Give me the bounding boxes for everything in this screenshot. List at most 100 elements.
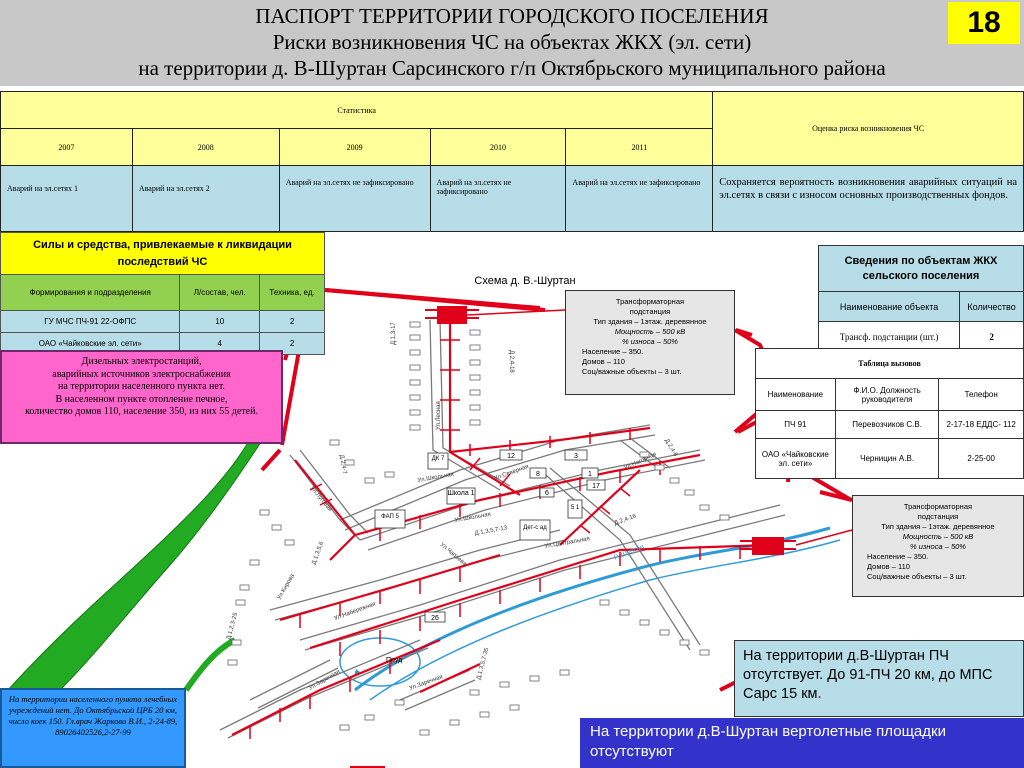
diesel-line: Дизельных электростанций, [81,356,202,367]
calls-cell: 2-17-18 ЕДДС- 112 [938,410,1024,439]
transformer-title: Трансформаторная подстанция [615,297,685,316]
transformer-wear: % износа – 50% [622,337,678,346]
map-title: Схема д. В.-Шуртан [474,275,575,287]
street-label: Ул.Школьная [417,472,454,484]
transformer-type: Тип здания – 1этаж. деревянное [593,317,707,326]
transformer-info-2: Трансформаторная подстанция Тип здания –… [852,495,1024,597]
calls-table: Таблица вызовов Наименование Ф.И.О. Долж… [755,348,1024,479]
house-range-label: Д.2,4-7 [338,454,347,475]
calls-row: ОАО «Чайковские эл. сети» Черницин А.В. … [755,438,1024,479]
header-line-3: на территории д. В-Шуртан Сарсинского г/… [138,56,886,80]
building-12 [499,449,523,461]
house-range-label: Д.1,3-17 [391,322,397,345]
village-map: ДК 7 12 3 8 1 17 6 Школа 1 5 1 Дет-с ад … [6,275,853,768]
house-range-label: Д.1,3,5,6 [311,540,325,565]
transformer-2-connector [795,529,853,546]
risk-header: Оценка риска возникновения ЧС [712,91,1024,166]
transformer-population: Население – 350. [867,552,929,561]
calls-header: Телефон [938,378,1024,411]
forces-header: Техника, ед. [259,274,325,311]
forces-cell: 10 [179,310,261,333]
building-6-label: 6 [545,490,549,497]
transformer-objects: Соц/важные объекты – 3 шт. [867,572,967,581]
risk-text: Сохраняется вероятность возникновения ав… [712,165,1024,232]
diesel-line: количество домов 110, население 350, из … [25,406,258,417]
river-bank [369,539,841,701]
slide-header: ПАСПОРТ ТЕРРИТОРИИ ГОРОДСКОГО ПОСЕЛЕНИЯ … [0,0,1024,86]
street-label: Ул.Кирова [277,573,297,601]
forces-header: Формирования и подразделения [0,274,181,311]
building-12-label: 12 [507,453,515,460]
stats-value-cell: Аварий на эл.сетях 1 [0,165,133,232]
jkh-row: Трансф. подстанции (шт.) 2 [817,321,1024,352]
stats-value-cell: Аварий на эл.сетях не зафиксировано [565,165,714,232]
calls-cell: 2-25-00 [938,438,1024,479]
building-17-label: 17 [592,483,600,490]
building-school-label: Школа 1 [447,490,474,497]
transformer-houses: Домов – 110 [582,357,625,366]
calls-cell: ПЧ 91 [755,410,836,439]
public-buildings: ДК 7 12 3 8 1 17 6 Школа 1 5 1 Дет-с ад … [374,449,606,623]
transformer-wear: % износа – 50% [910,542,966,551]
houses [227,321,730,736]
transformer-power: Мощность – 500 кВ [614,327,686,336]
forces-table: Силы и средства, привлекаемые к ликвидац… [0,232,325,355]
jkh-objects-table: Сведения по объектам ЖКХ сельского посел… [817,245,1024,352]
street-label-vertical: Ул.Лесная [436,401,442,430]
statistics-table: Статистика Оценка риска возникновения ЧС… [0,91,1024,232]
forces-row: ОАО «Чайковские эл. сети» 4 2 [0,332,325,355]
diesel-line: на территории населенного пункта нет. [58,381,225,392]
power-lines [231,318,771,736]
forces-header: Л/состав, чел. [179,274,261,311]
building-kindergarten [519,519,551,541]
year-cell: 2010 [429,128,567,166]
stats-title: Статистика [0,91,714,129]
building-5-label: 5 1 [571,505,580,511]
transformer-symbol-2 [740,537,796,555]
boundary-left [280,344,302,446]
building-1-label: 1 [588,471,592,478]
building-8-label: 8 [536,471,540,478]
river-label: Р. Шуртан [613,543,645,561]
building-17 [586,479,606,491]
building-5 [567,499,583,519]
jkh-header: Количество [959,291,1024,322]
building-3-label: 3 [574,453,578,460]
calls-row: ПЧ 91 Перевозчиков С.В. 2-17-18 ЕДДС- 11… [755,410,1024,439]
forest-strip [183,637,237,692]
jkh-header: Наименование объекта [817,291,961,322]
building-fap [374,509,406,529]
calls-cell: Перевозчиков С.В. [834,410,940,439]
house-range-label: Д.1,2,3-25 [226,612,239,641]
house-range-label: Д.2,4-18 [508,350,514,373]
calls-cell: Черницин А.В. [834,438,940,479]
building-fap-label: ФАП 5 [381,514,399,520]
building-3 [564,449,588,461]
slide-number-badge: 18 [948,2,1020,44]
building-dk [427,452,449,470]
transformer-houses: Домов – 110 [867,562,910,571]
jkh-cell: Трансф. подстанции (шт.) [817,321,961,352]
building-1 [581,467,599,479]
fire-station-note: На территории д.В-Шуртан ПЧ отсутствует.… [734,640,1024,717]
transformer-title: Трансформаторная подстанция [903,502,973,521]
diesel-note: Дизельных электростанций, аварийных исто… [0,350,283,444]
pond-label: Пруд [386,657,402,664]
power-line-poles [249,339,741,739]
forest-area [6,414,273,691]
house-range-label: Д.1,3,5,7-13 [474,525,508,537]
transformer-symbol-1 [425,306,479,324]
house-range-label: Д.2,4-16 [614,513,638,527]
building-6 [539,487,555,498]
jkh-cell: 2 [959,321,1024,352]
boundary-top [325,288,546,312]
hospital-note: На территории населенного пункта лечебны… [0,688,186,768]
street-label: Ул.Луговая [308,485,332,512]
year-cell: 2007 [0,128,133,166]
building-26 [424,611,446,623]
calls-header: Наименование [755,378,836,411]
forces-title: Силы и средства, привлекаемые к ликвидац… [0,232,325,275]
forces-cell: 2 [259,310,325,333]
stats-value-cell: Аварий на эл.сетях 2 [131,165,280,232]
forces-cell: ГУ МЧС ПЧ-91 22-ОФПС [0,310,181,333]
